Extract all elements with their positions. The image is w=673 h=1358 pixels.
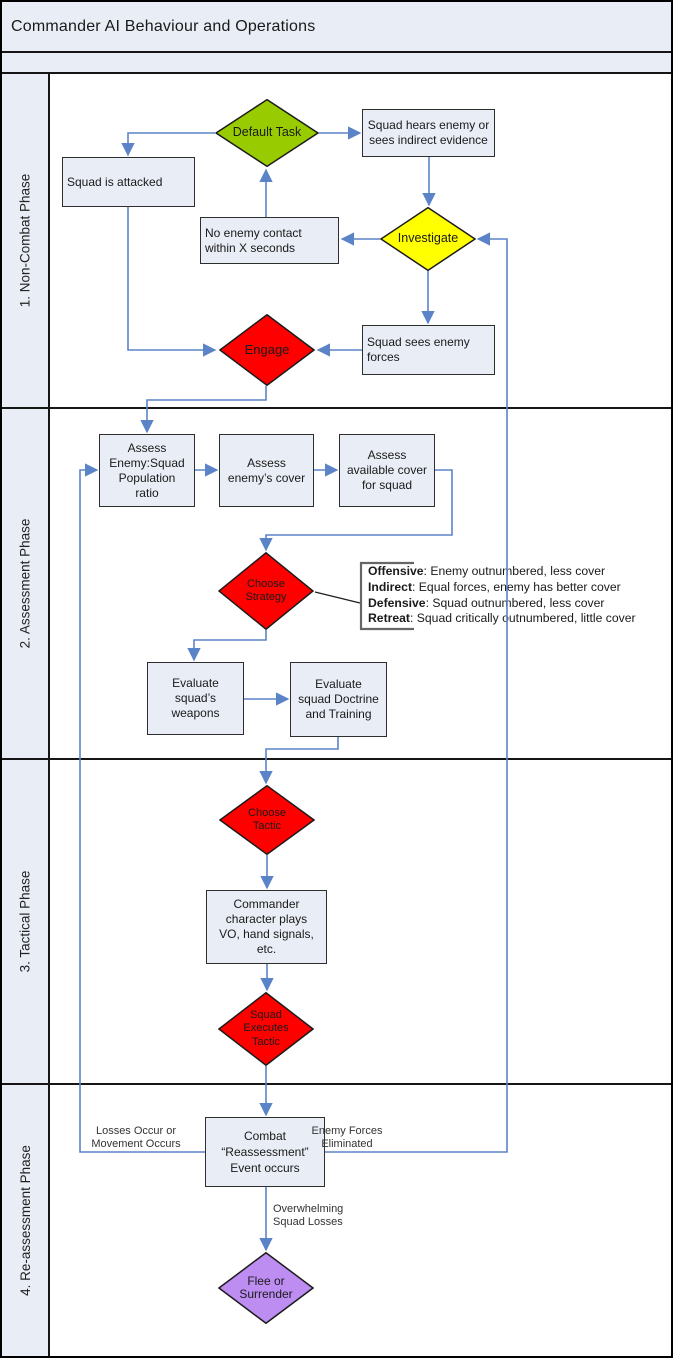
process-label: Assess available cover for squad [346,448,428,492]
edge-combat-to-assess-feedback [79,463,205,1153]
decision-investigate: Investigate [380,207,476,271]
phase-lane-assessment: 2. Assessment Phase [2,409,50,758]
decision-choose-tactic: Choose Tactic [219,785,315,855]
divider-phase-3-4 [2,1083,671,1085]
title-bar: Commander AI Behaviour and Operations [2,2,671,51]
diamond-shape [215,99,319,167]
phase-label: 1. Non-Combat Phase [17,173,33,308]
diamond-shape [219,314,315,386]
process-evaluate-doctrine: Evaluate squad Doctrine and Training [290,662,387,737]
process-squad-sees-enemy: Squad sees enemy forces [362,325,495,375]
decision-label: Investigate [397,231,459,246]
diamond-shape [219,785,315,855]
decision-label: Squad Executes Tactic [243,1008,289,1048]
phase-label: 4. Re-assessment Phase [17,1145,33,1296]
subtitle-band [2,52,671,73]
diamond-shape [218,1252,314,1324]
phase-lane-reassessment: 4. Re-assessment Phase [2,1085,50,1356]
decision-flee-or-surrender: Flee or Surrender [218,1252,314,1324]
process-squad-hears-enemy: Squad hears enemy or sees indirect evide… [362,109,495,157]
edge-engage-to-assess [140,386,267,434]
divider-title [2,51,671,53]
process-combat-reassessment-event: Combat “Reassessment” Event occurs [205,1117,325,1187]
decision-label: Default Task [232,125,302,140]
process-label: Squad sees enemy forces [367,335,470,364]
edge-strategy-to-weapons [187,630,267,662]
page-title: Commander AI Behaviour and Operations [11,17,316,35]
decision-label: Flee or Surrender [239,1273,293,1301]
phase-lane-non-combat: 1. Non-Combat Phase [2,74,50,407]
diamond-shape [218,992,314,1066]
process-label: Commander character plays VO, hand signa… [219,897,314,956]
process-label: Combat “Reassessment” Event occurs [221,1129,309,1175]
edge-label-overwhelming-losses: Overwhelming Squad Losses [273,1203,344,1228]
decision-label: Engage [244,342,290,358]
diamond-shape [218,552,314,630]
process-evaluate-weapons: Evaluate squad’s weapons [147,662,244,735]
divider-phase-2-3 [2,758,671,760]
edge-default-to-attacked [121,132,216,157]
process-label: Squad hears enemy or sees indirect evide… [367,118,490,147]
divider-phase-1-2 [2,407,671,409]
process-assess-population-ratio: Assess Enemy:Squad Population ratio [99,434,195,507]
decision-squad-executes-tactic: Squad Executes Tactic [218,992,314,1066]
process-label: No enemy contact within X seconds [205,225,302,255]
legend-row: Retreat: Squad critically outnumbered, l… [368,611,636,626]
legend-connector-line [314,591,361,604]
legend-row: Offensive: Enemy outnumbered, less cover [368,564,606,578]
legend-row: Defensive: Squad outnumbered, less cover [368,595,605,610]
decision-engage: Engage [219,314,315,386]
edge-label-enemy-eliminated: Enemy Forces Eliminated [311,1125,383,1150]
process-label: Assess Enemy:Squad Population ratio [109,440,185,500]
decision-label: Choose Tactic [248,806,286,833]
decision-default-task: Default Task [215,99,319,167]
process-label: Evaluate squad’s weapons [171,676,220,720]
divider-header [2,72,671,74]
phase-label: 2. Assessment Phase [17,518,33,649]
process-commander-plays-vo: Commander character plays VO, hand signa… [206,890,327,964]
process-no-enemy-contact: No enemy contact within X seconds [200,217,339,264]
process-assess-enemy-cover: Assess enemy’s cover [219,434,314,507]
process-assess-available-cover: Assess available cover for squad [339,434,435,507]
process-label: Evaluate squad Doctrine and Training [298,677,379,721]
decision-choose-strategy: Choose Strategy [218,552,314,630]
strategy-legend: Offensive: Enemy outnumbered, less cover… [368,564,668,627]
phase-label: 3. Tactical Phase [17,870,33,973]
phase-lane-tactical: 3. Tactical Phase [2,760,50,1083]
legend-row: Indirect: Equal forces, enemy has better… [368,579,621,594]
edge-doctrine-to-tactic [259,737,339,785]
process-label: Assess enemy’s cover [227,455,306,485]
decision-label: Choose Strategy [245,577,287,604]
edge-label-losses-occur: Losses Occur or Movement Occurs [91,1125,181,1150]
process-squad-is-attacked: Squad is attacked [62,157,195,207]
process-label: Squad is attacked [67,174,163,189]
